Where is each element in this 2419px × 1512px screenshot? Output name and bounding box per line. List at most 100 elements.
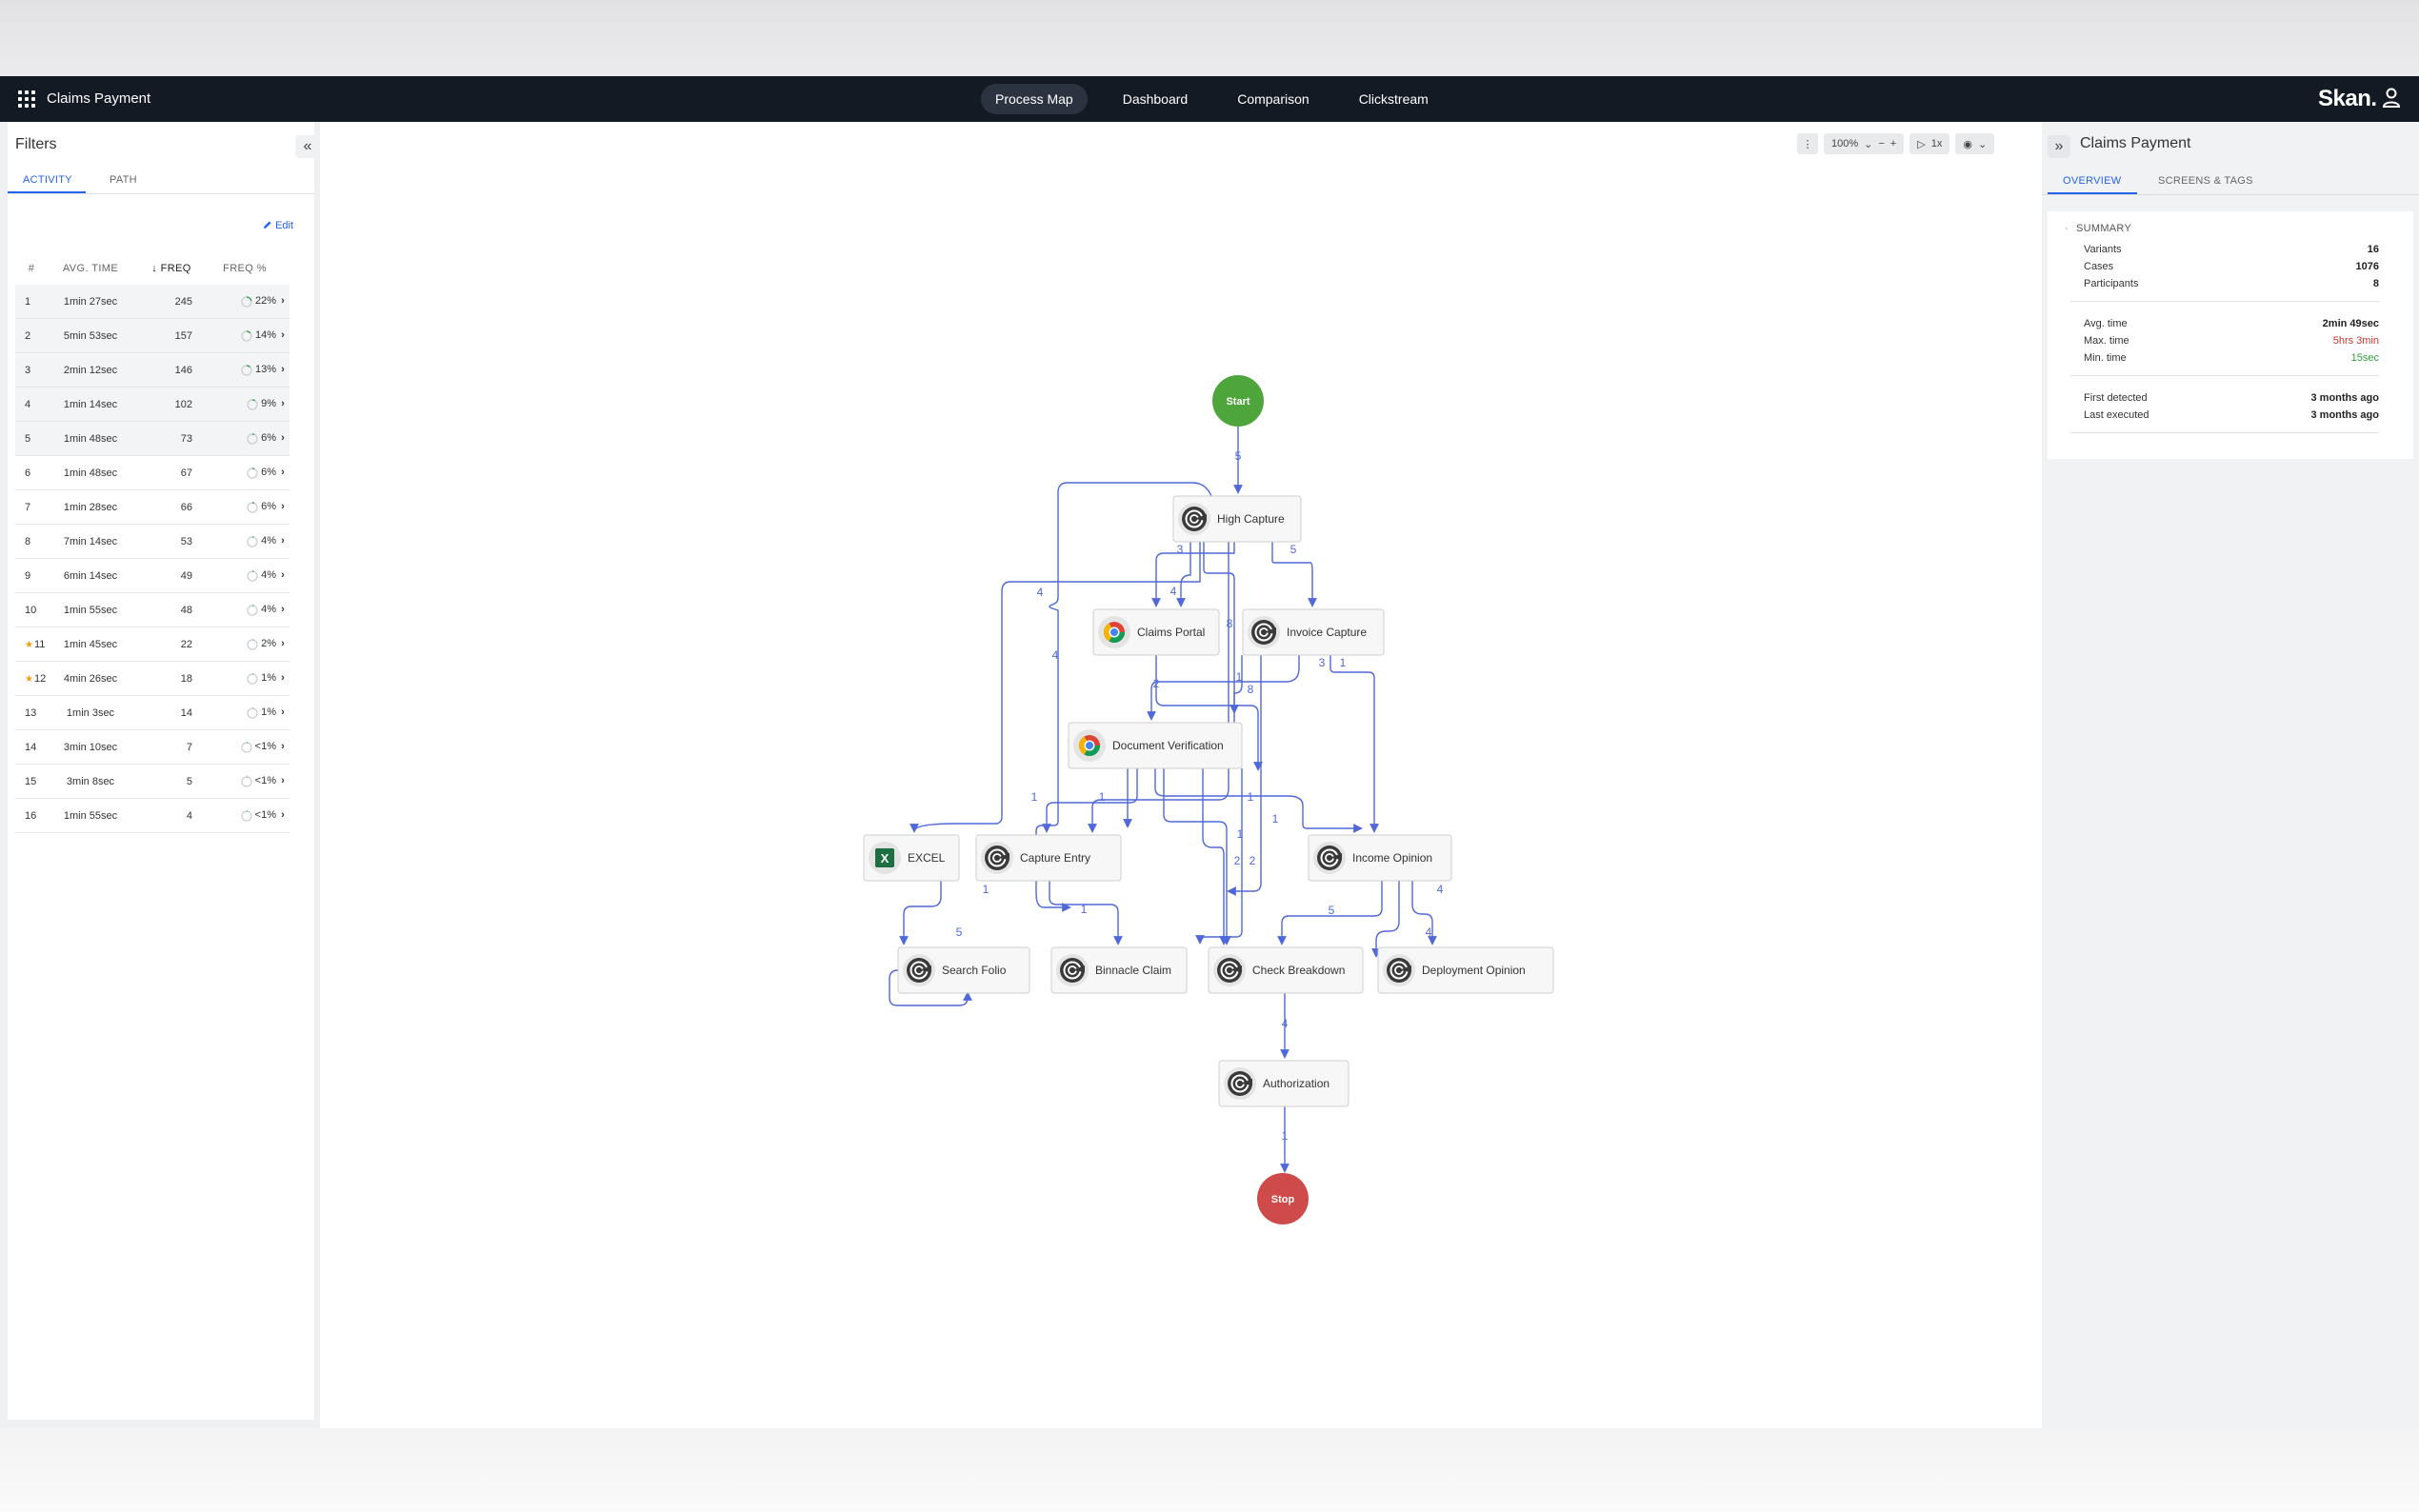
node-deploy[interactable]: Deployment Opinion xyxy=(1377,946,1554,994)
node-auth[interactable]: Authorization xyxy=(1218,1060,1349,1107)
chevron-right-icon[interactable]: › xyxy=(281,398,285,410)
process-edge[interactable] xyxy=(1163,768,1231,945)
process-edge[interactable] xyxy=(1411,881,1437,945)
process-edge[interactable] xyxy=(910,542,1201,833)
edit-link[interactable]: Edit xyxy=(263,220,293,231)
chevron-right-icon[interactable]: › xyxy=(281,775,285,787)
process-edge[interactable] xyxy=(1035,482,1212,912)
nav-tab-comparison[interactable]: Comparison xyxy=(1237,91,1309,107)
col-freq[interactable]: ↓ FREQ xyxy=(143,252,200,285)
user-icon[interactable] xyxy=(2381,87,2402,109)
node-high[interactable]: High Capture xyxy=(1172,495,1302,543)
chevron-right-icon[interactable]: › xyxy=(281,706,285,719)
process-edge[interactable] xyxy=(1088,542,1229,833)
expand-panel-button[interactable]: » xyxy=(2048,135,2070,158)
process-edge[interactable] xyxy=(1195,768,1243,945)
col-number[interactable]: # xyxy=(28,263,35,274)
edge-label: 4 xyxy=(1426,925,1432,939)
chevron-down-icon[interactable]: ⌄ xyxy=(1864,138,1873,150)
freq-ring-icon xyxy=(241,775,252,787)
node-search[interactable]: Search Folio xyxy=(897,946,1030,994)
process-edge[interactable] xyxy=(1042,768,1138,833)
chevron-right-icon[interactable]: › xyxy=(281,638,285,650)
process-edge[interactable] xyxy=(1155,655,1263,771)
play-icon[interactable]: ▷ xyxy=(1917,138,1926,150)
summary-header[interactable]: ·SUMMARY xyxy=(2065,223,2131,234)
nav-tab-clickstream[interactable]: Clickstream xyxy=(1358,91,1429,107)
process-edge[interactable] xyxy=(1049,881,1123,945)
app-grid-icon[interactable] xyxy=(18,90,35,108)
node-check[interactable]: Check Breakdown xyxy=(1208,946,1364,994)
tab-screens-tags[interactable]: SCREENS & TAGS xyxy=(2158,175,2253,187)
zoom-out-button[interactable]: − xyxy=(1878,138,1885,149)
chrome-icon xyxy=(1098,616,1130,648)
process-edge[interactable] xyxy=(1202,768,1229,945)
process-edge[interactable] xyxy=(1371,881,1400,958)
tab-path[interactable]: PATH xyxy=(110,174,137,186)
process-edge[interactable] xyxy=(1154,768,1363,833)
view-options[interactable]: ◉ ⌄ xyxy=(1955,133,1995,154)
chevron-right-icon[interactable]: › xyxy=(281,535,285,547)
process-edge[interactable] xyxy=(1176,542,1191,607)
tab-activity[interactable]: ACTIVITY xyxy=(23,174,72,186)
node-binnacle[interactable]: Binnacle Claim xyxy=(1050,946,1188,994)
skan-icon xyxy=(1213,954,1246,986)
chevron-right-icon[interactable]: › xyxy=(281,295,285,308)
chevron-right-icon[interactable]: › xyxy=(281,569,285,582)
process-edge[interactable] xyxy=(1151,542,1235,607)
node-income[interactable]: Income Opinion xyxy=(1308,834,1452,882)
freq-ring-icon xyxy=(247,501,258,513)
nav-tab-dashboard[interactable]: Dashboard xyxy=(1122,91,1189,107)
node-stop[interactable]: Stop xyxy=(1257,1173,1309,1224)
process-edge[interactable] xyxy=(1277,881,1383,945)
node-capture[interactable]: Capture Entry xyxy=(975,834,1122,882)
process-edge[interactable] xyxy=(889,969,972,1006)
chevron-right-icon[interactable]: › xyxy=(281,329,285,342)
node-portal[interactable]: Claims Portal xyxy=(1092,608,1220,656)
playback-speed[interactable]: 1x xyxy=(1930,138,1943,149)
nav-tab-process-map[interactable]: Process Map xyxy=(981,84,1088,114)
chevron-right-icon[interactable]: › xyxy=(281,809,285,822)
chevron-right-icon[interactable]: › xyxy=(281,741,285,753)
process-edge[interactable] xyxy=(899,881,942,945)
col-freq-pct[interactable]: FREQ % xyxy=(223,263,267,274)
chevron-right-icon[interactable]: › xyxy=(281,364,285,376)
process-edge[interactable] xyxy=(1227,655,1262,896)
more-options-button[interactable]: ⋮ xyxy=(1797,133,1818,154)
col-avg-time[interactable]: AVG. TIME xyxy=(62,263,119,274)
process-edge[interactable] xyxy=(1147,655,1300,721)
process-edge[interactable] xyxy=(1229,655,1243,714)
tab-overview[interactable]: OVERVIEW xyxy=(2063,175,2122,187)
chevron-right-icon[interactable]: › xyxy=(281,604,285,616)
node-invoice[interactable]: Invoice Capture xyxy=(1242,608,1385,656)
process-edge[interactable] xyxy=(1271,542,1317,607)
chevron-right-icon[interactable]: › xyxy=(281,467,285,479)
node-docver[interactable]: Document Verification xyxy=(1068,722,1243,769)
zoom-level[interactable]: 100% xyxy=(1831,138,1859,149)
node-start[interactable]: Start xyxy=(1212,375,1264,427)
zoom-in-button[interactable]: + xyxy=(1889,138,1897,149)
chevron-right-icon[interactable]: › xyxy=(281,672,285,685)
chevron-right-icon[interactable]: › xyxy=(281,501,285,513)
process-edge[interactable] xyxy=(1329,655,1379,833)
chevron-right-icon[interactable]: › xyxy=(281,432,285,445)
collapse-panel-button[interactable]: « xyxy=(295,135,320,158)
